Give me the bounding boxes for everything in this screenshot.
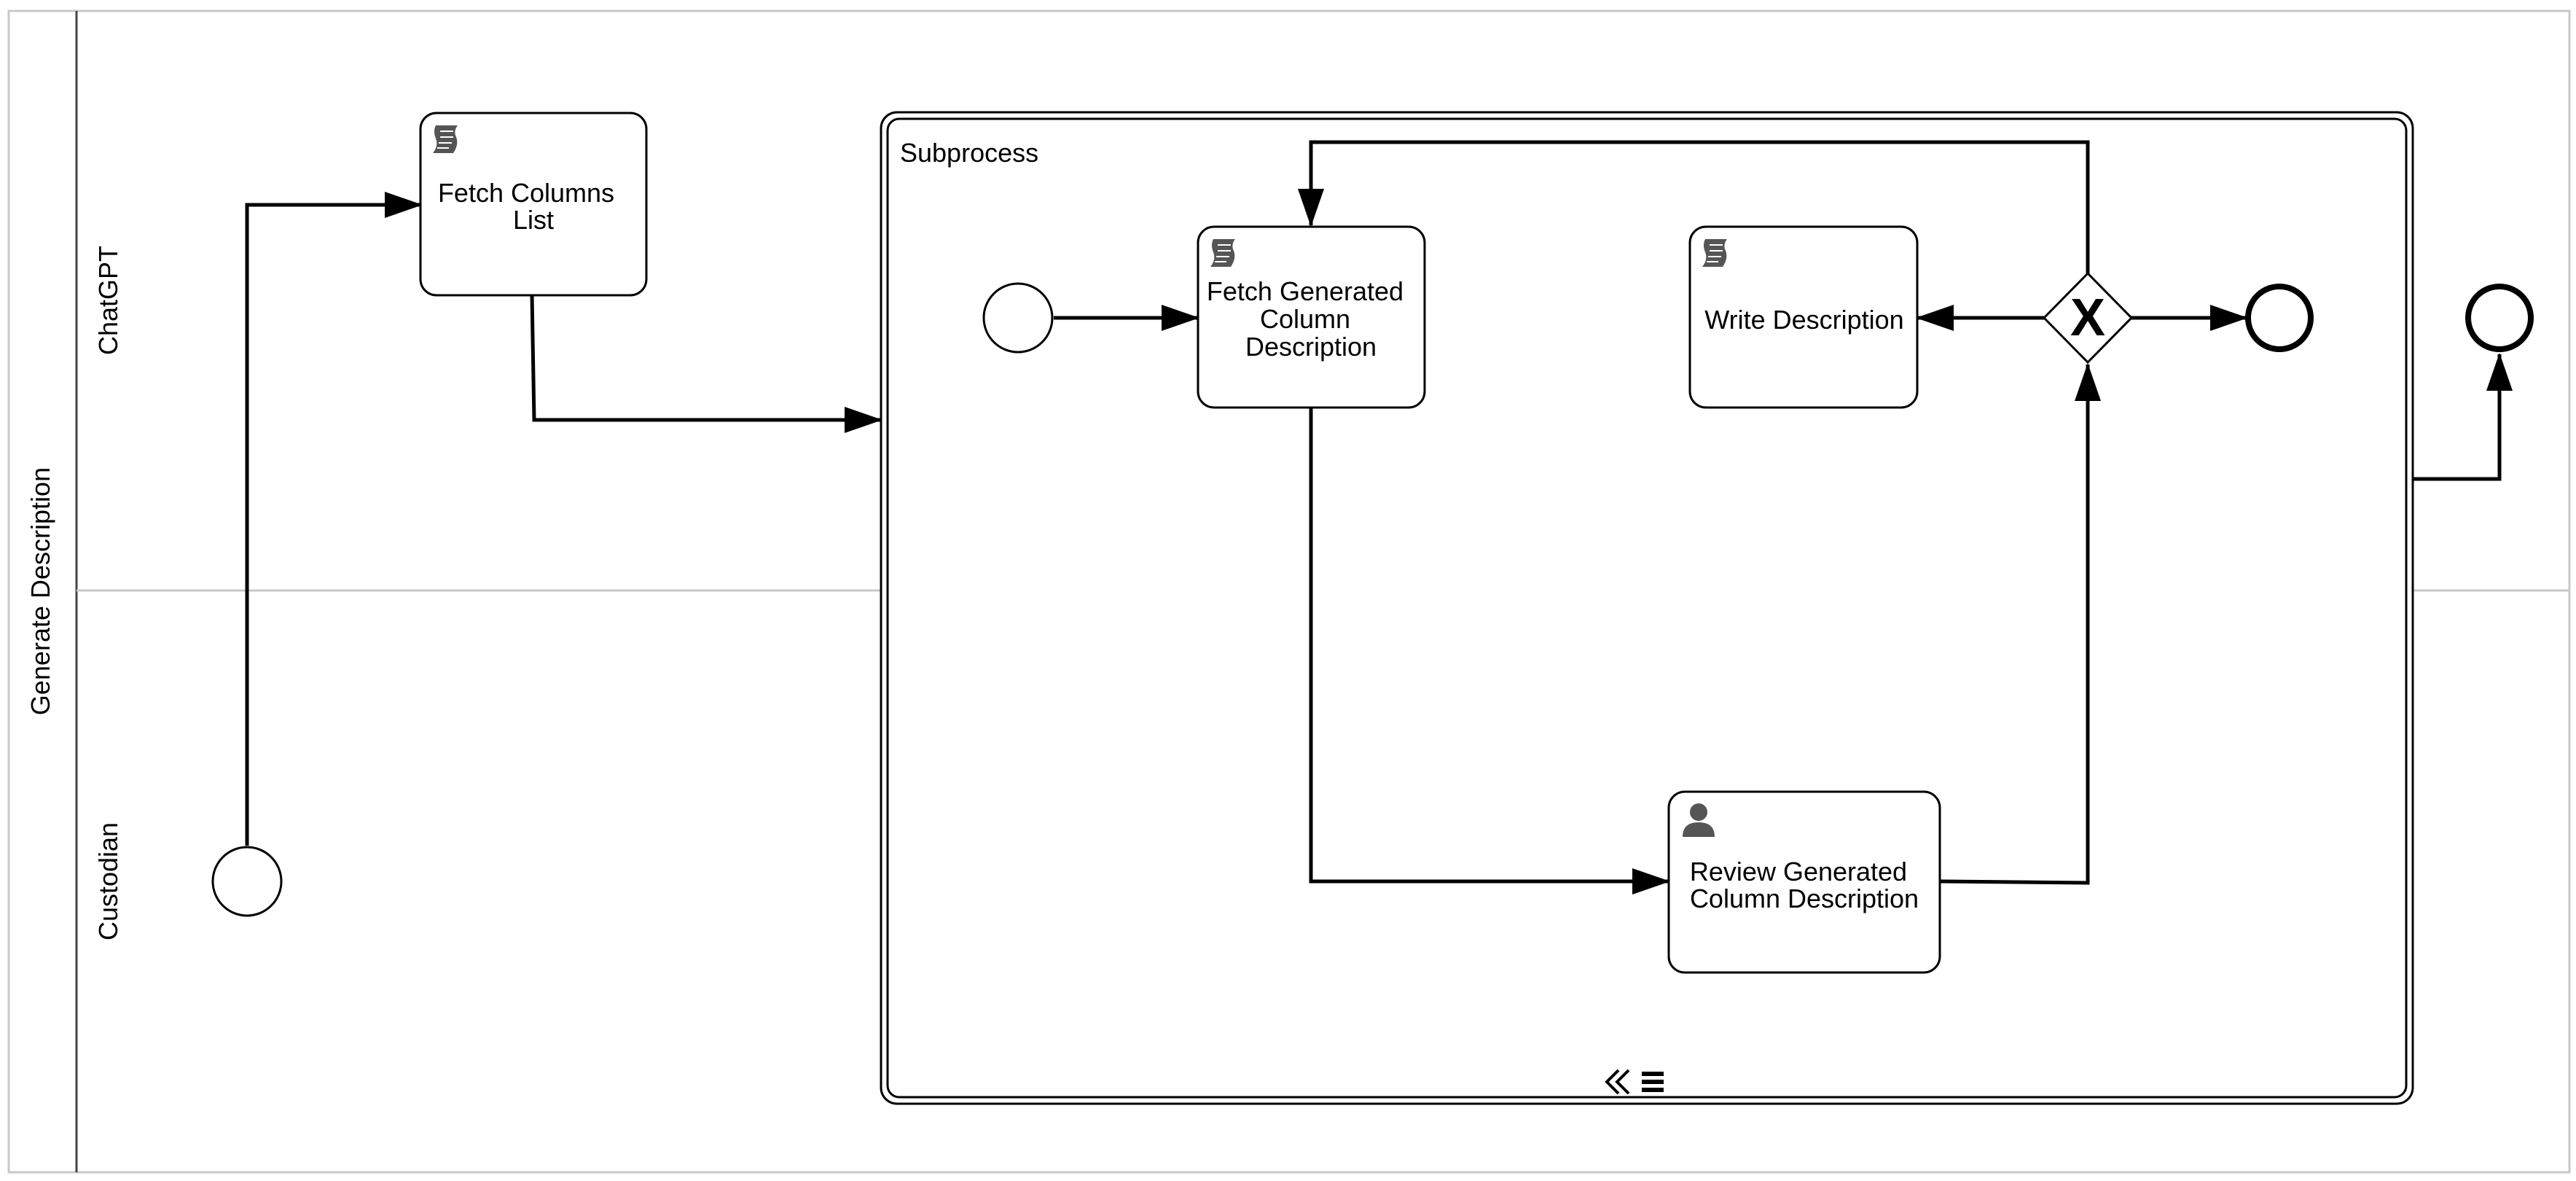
flow-fetch-generated-to-review[interactable]	[1309, 408, 1670, 894]
subprocess-inner-border	[886, 117, 2408, 1099]
task-label: Review Generated Column Description	[1690, 857, 1919, 913]
collapse-marker-icon[interactable]	[1605, 1069, 1664, 1095]
subprocess-end-event[interactable]	[2245, 284, 2314, 352]
task-fetch-columns-list[interactable]: Fetch Columns List	[419, 112, 648, 297]
subprocess[interactable]: Subprocess	[880, 111, 2414, 1105]
task-box	[1688, 225, 1919, 409]
task-review-generated-column-description[interactable]: Review Generated Column Description	[1667, 790, 1941, 974]
task-fetch-generated-column-description[interactable]: Fetch Generated Column Description	[1197, 225, 1426, 409]
task-label-line: Column	[1260, 304, 1350, 334]
task-write-description[interactable]: Write Description	[1688, 225, 1919, 409]
sequence-flows	[245, 140, 2513, 894]
gateway-diamond	[2042, 271, 2134, 365]
script-icon	[1210, 239, 1235, 267]
lane-label-chatgpt: ChatGPT	[93, 246, 123, 355]
pool-label: Generate Description	[26, 467, 55, 715]
task-label-line: Fetch Columns	[438, 178, 614, 208]
subprocess-label: Subprocess	[900, 138, 1038, 168]
user-icon	[1683, 803, 1715, 837]
task-label-line: Review Generated	[1690, 857, 1907, 886]
task-label-line: List	[513, 205, 554, 235]
flow-fetch-columns-to-subprocess[interactable]	[530, 295, 882, 433]
end-event[interactable]	[2465, 284, 2534, 352]
task-label: Write Description	[1704, 305, 1903, 335]
task-label-line: Write Description	[1704, 305, 1903, 335]
flow-subprocess-to-end[interactable]	[2413, 353, 2513, 481]
gateway-x-marker: X	[2070, 289, 2105, 347]
script-icon	[1702, 239, 1727, 267]
flow-start-to-fetch-columns[interactable]	[245, 192, 423, 846]
task-label-line: Column Description	[1690, 884, 1919, 913]
task-label: Fetch Generated Column Description	[1207, 276, 1411, 362]
task-box	[1197, 225, 1426, 409]
task-box	[419, 112, 648, 297]
lane-custodian[interactable]: Custodian	[93, 822, 123, 940]
task-label-line: Description	[1245, 332, 1377, 362]
task-label: Fetch Columns List	[438, 178, 622, 235]
lane-label-custodian: Custodian	[93, 822, 123, 940]
exclusive-gateway[interactable]: X	[2042, 271, 2134, 365]
script-icon	[433, 125, 458, 153]
flow-review-to-gateway[interactable]	[1939, 363, 2101, 885]
task-box	[1667, 790, 1941, 974]
subprocess-start-event[interactable]	[982, 282, 1054, 354]
flow-gateway-loop-to-fetch-generated[interactable]	[1298, 140, 2090, 273]
subprocess-outer-border	[880, 111, 2414, 1105]
start-event[interactable]	[211, 846, 283, 917]
task-label-line: Fetch Generated	[1207, 276, 1404, 306]
